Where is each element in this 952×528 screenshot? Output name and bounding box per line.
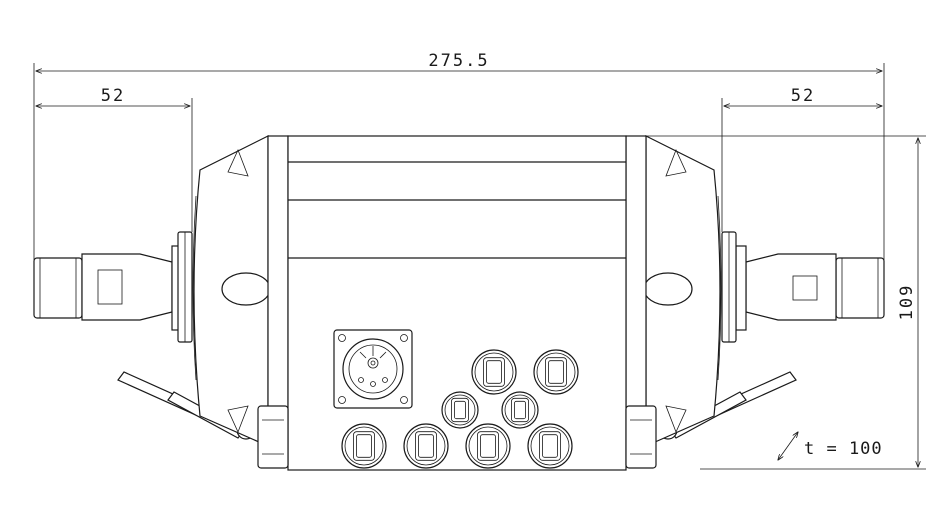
cable-gland [501,391,539,429]
left-end-cap [192,135,289,467]
left-clamp-block [257,405,289,469]
left-shaft-label: 52 [101,86,125,106]
cable-gland [403,423,449,469]
dimension-height: 109 [630,135,926,470]
cable-gland [533,349,579,395]
cable-gland [465,423,511,469]
dimension-overall-width: 275.5 [33,51,885,262]
cable-gland [527,423,573,469]
overall-width-label: 275.5 [428,51,489,71]
right-clamp-block [625,405,657,469]
power-connector [333,329,413,409]
dimension-left-shaft: 52 [36,86,193,232]
right-shaft-label: 52 [791,86,815,106]
right-shaft [721,231,885,343]
cable-gland [341,423,387,469]
thickness-note: t = 100 [778,432,883,460]
cable-gland [471,349,517,395]
thickness-arrow-icon [778,432,798,460]
left-shaft [33,231,193,343]
thickness-label: t = 100 [804,439,883,459]
height-label: 109 [897,284,917,321]
cable-glands [341,349,579,469]
right-end-cap [625,135,722,467]
dimension-right-shaft: 52 [721,86,882,232]
cable-gland [441,391,479,429]
